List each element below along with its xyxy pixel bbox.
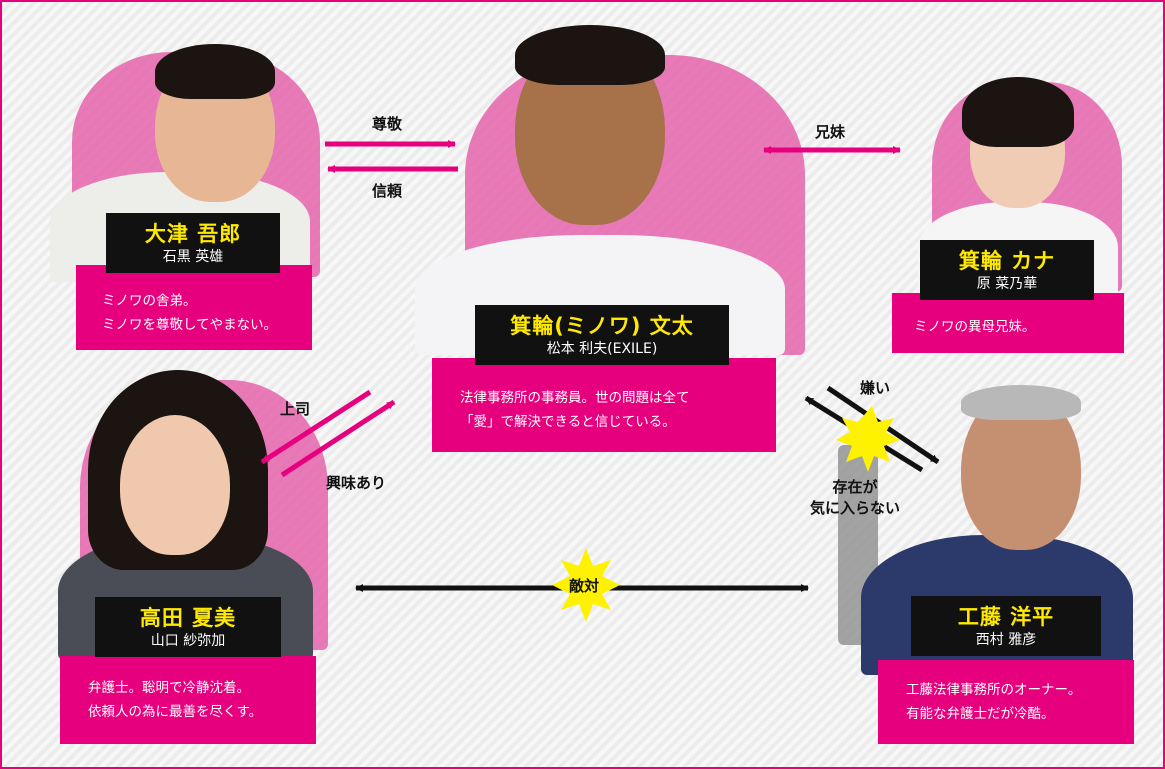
otsu-actor: 石黒 英雄 [162,249,224,265]
takada-desc-line2: 依頼人の為に最善を尽くす。 [88,704,263,720]
interest-arrow [280,399,396,478]
label-presence-line2: 気に入らない [809,499,900,517]
boss-arrow [260,389,372,465]
kudo-desc-line1: 工藤法律事務所のオーナー。 [906,682,1082,698]
kudo-desc-line2: 有能な弁護士だが冷酷。 [906,706,1055,722]
takada-name: 高田 夏美 [139,606,237,630]
label-siblings: 兄妹 [815,123,846,141]
takada-actor: 山口 紗弥加 [150,633,226,649]
otsu-desc-line2: ミノワを尊敬してやまない。 [102,317,278,333]
label-respect: 尊敬 [372,115,403,133]
takada-description: 弁護士。聡明で冷静沈着。 依頼人の為に最善を尽くす。 [60,656,316,744]
minowa-description: 法律事務所の事務員。世の問題は全て 「愛」で解決できると信じている。 [432,358,776,452]
label-interest: 興味あり [326,474,387,492]
label-presence: 存在が 気に入らない [790,477,920,519]
otsu-name: 大津 吾郎 [144,222,242,246]
kana-name: 箕輪 カナ [958,249,1056,273]
label-presence-line1: 存在が [832,478,878,496]
minowa-desc-line2: 「愛」で解決できると信じている。 [460,414,676,430]
takada-namebox: 高田 夏美 山口 紗弥加 [95,597,281,657]
kana-description: ミノワの異母兄妹。 [892,293,1124,353]
minowa-desc-line1: 法律事務所の事務員。世の問題は全て [460,390,690,406]
kana-desc-line1: ミノワの異母兄妹。 [914,319,1036,335]
kudo-description: 工藤法律事務所のオーナー。 有能な弁護士だが冷酷。 [878,660,1134,744]
hostile-burst [552,548,620,622]
otsu-description: ミノワの舎弟。 ミノワを尊敬してやまない。 [76,265,312,350]
minowa-name: 箕輪(ミノワ) 文太 [510,314,694,338]
otsu-desc-line1: ミノワの舎弟。 [102,293,197,309]
takada-desc-line1: 弁護士。聡明で冷静沈着。 [88,680,250,696]
label-boss: 上司 [280,400,311,418]
label-dislike: 嫌い [860,379,891,397]
kana-namebox: 箕輪 カナ 原 菜乃華 [920,240,1094,300]
minowa-namebox: 箕輪(ミノワ) 文太 松本 利夫(EXILE) [475,305,729,365]
kudo-namebox: 工藤 洋平 西村 雅彦 [911,596,1101,656]
dislike-burst [836,406,900,472]
kudo-actor: 西村 雅彦 [975,632,1037,648]
kana-actor: 原 菜乃華 [976,276,1038,292]
otsu-namebox: 大津 吾郎 石黒 英雄 [106,213,280,273]
minowa-actor: 松本 利夫(EXILE) [546,341,658,357]
label-hostile: 敵対 [569,577,600,595]
kudo-name: 工藤 洋平 [957,605,1055,629]
label-trust: 信頼 [372,182,403,200]
